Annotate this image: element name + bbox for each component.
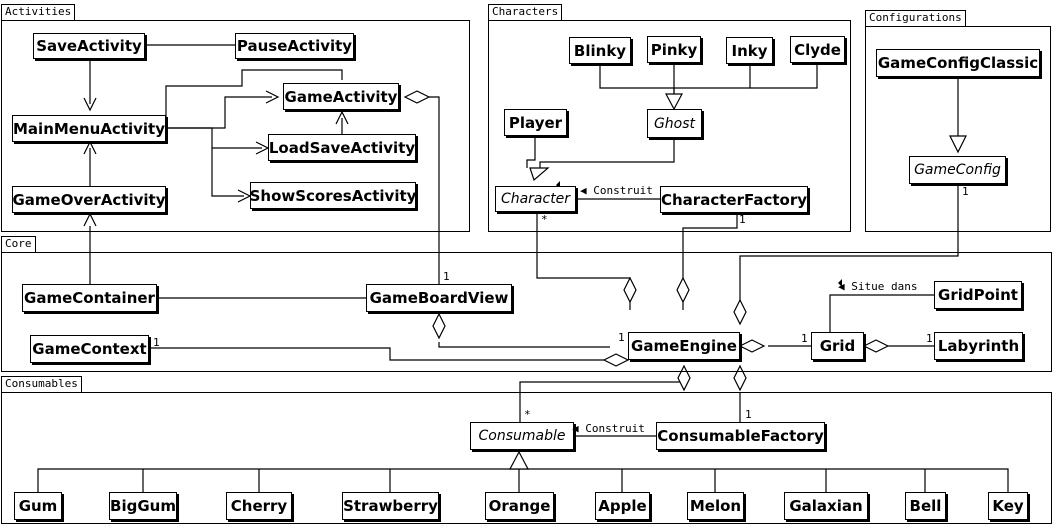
edge-mainmenu-to-loadsave xyxy=(166,127,262,149)
class-grid-point: GridPoint xyxy=(934,281,1022,309)
package-activities-tab: Activities xyxy=(1,4,76,20)
class-consumable-abstract: Consumable xyxy=(470,422,574,450)
multiplicity-game-board-view: 1 xyxy=(443,270,450,283)
multiplicity-engine: 1 xyxy=(618,331,625,344)
multiplicity-character-factory: 1 xyxy=(739,213,746,226)
edge-characterfactory-engine-aggregation xyxy=(682,212,738,310)
class-grid: Grid xyxy=(811,332,864,360)
association-label-construit-consumable: ◀ Construit xyxy=(572,422,645,435)
class-pause-activity: PauseActivity xyxy=(235,33,354,59)
aggregation-diamond-engine-grid xyxy=(738,339,766,353)
class-strawberry: Strawberry xyxy=(342,492,439,520)
class-blinky: Blinky xyxy=(569,37,631,64)
package-configurations-tab: Configurations xyxy=(865,10,966,26)
multiplicity-game-config: 1 xyxy=(962,185,969,198)
class-game-over-activity: GameOverActivity xyxy=(12,186,166,213)
class-consumable-factory: ConsumableFactory xyxy=(656,422,825,450)
aggregation-diamond-grid-labyrinth xyxy=(862,339,890,353)
edge-clyde-ghost xyxy=(750,64,818,89)
class-cherry: Cherry xyxy=(226,492,292,520)
generalization-triangle-consumable xyxy=(509,450,529,470)
edge-context-engine-aggregation xyxy=(149,347,604,361)
class-game-activity: GameActivity xyxy=(283,83,399,110)
class-labyrinth: Labyrinth xyxy=(934,332,1023,360)
multiplicity-game-context: 1 xyxy=(153,336,160,349)
aggregation-diamond-game xyxy=(403,90,431,104)
class-gum: Gum xyxy=(14,492,62,520)
edge-grid-gridpoint xyxy=(829,294,934,333)
class-game-engine: GameEngine xyxy=(628,332,740,360)
edge-mainmenu-to-showscores xyxy=(211,148,244,197)
association-label-construit-character: ◀ Construit xyxy=(580,184,653,197)
class-melon: Melon xyxy=(687,492,744,520)
open-arrowhead xyxy=(335,110,349,125)
class-key: Key xyxy=(988,492,1028,520)
generalization-triangle-gameconfig xyxy=(949,135,967,154)
generalization-triangle-character xyxy=(529,167,550,182)
class-bell: Bell xyxy=(905,492,946,520)
aggregation-diamond-boardview xyxy=(432,312,446,340)
class-game-container: GameContainer xyxy=(22,284,157,312)
class-save-activity: SaveActivity xyxy=(33,33,145,59)
aggregation-diamond-engine-config xyxy=(733,298,747,326)
class-character-factory: CharacterFactory xyxy=(660,186,808,213)
edge-player-character xyxy=(526,136,536,168)
class-game-config-abstract: GameConfig xyxy=(909,156,1006,184)
generalization-triangle-ghost xyxy=(665,93,683,111)
aggregation-diamond-engine-character xyxy=(623,276,637,304)
class-apple: Apple xyxy=(595,492,650,520)
open-arrowhead xyxy=(83,97,97,112)
class-game-context: GameContext xyxy=(30,335,149,363)
class-orange: Orange xyxy=(485,492,554,520)
edge-mainmenu-to-pause xyxy=(165,69,343,126)
package-core-tab: Core xyxy=(1,236,36,252)
aggregation-diamond-engine-context xyxy=(602,353,630,367)
class-game-config-classic: GameConfigClassic xyxy=(876,49,1040,77)
package-characters xyxy=(488,20,851,232)
open-arrowhead xyxy=(265,90,280,104)
class-main-menu-activity: MainMenuActivity xyxy=(12,115,166,142)
association-label-situe-dans: ◀ Situe dans xyxy=(838,280,918,293)
class-game-board-view: GameBoardView xyxy=(366,284,512,312)
edge-config-engine-aggregation xyxy=(739,184,959,310)
open-arrowhead xyxy=(83,140,97,155)
edge-ghost-character xyxy=(539,138,675,168)
multiplicity-consumable-factory: 1 xyxy=(745,408,752,421)
multiplicity-character: * xyxy=(541,213,548,226)
class-show-scores-activity: ShowScoresActivity xyxy=(250,182,416,209)
class-galaxian: Galaxian xyxy=(784,492,868,520)
class-pinky: Pinky xyxy=(647,36,701,63)
class-big-gum: BigGum xyxy=(109,492,177,520)
class-player: Player xyxy=(504,109,567,136)
aggregation-diamond-engine-consumablefactory xyxy=(733,364,747,392)
multiplicity-labyrinth: 1 xyxy=(926,332,933,345)
package-activities xyxy=(1,20,470,232)
package-configurations xyxy=(865,26,1051,232)
open-arrowhead xyxy=(83,212,97,227)
aggregation-diamond-engine-consumable xyxy=(677,364,691,392)
class-inky: Inky xyxy=(726,37,773,64)
edge-game-boardview-aggregation xyxy=(429,96,440,285)
edge-boardview-engine xyxy=(438,342,610,348)
package-consumables-tab: Consumables xyxy=(1,376,82,392)
package-characters-tab: Characters xyxy=(488,4,563,20)
class-character-abstract: Character xyxy=(495,186,576,212)
package-core xyxy=(1,252,1052,372)
class-load-save-activity: LoadSaveActivity xyxy=(268,134,416,161)
multiplicity-consumable: * xyxy=(524,408,531,421)
class-ghost-abstract: Ghost xyxy=(647,109,702,138)
multiplicity-grid: 1 xyxy=(801,332,808,345)
class-clyde: Clyde xyxy=(790,36,845,63)
aggregation-diamond-engine-charfactory xyxy=(676,276,690,304)
